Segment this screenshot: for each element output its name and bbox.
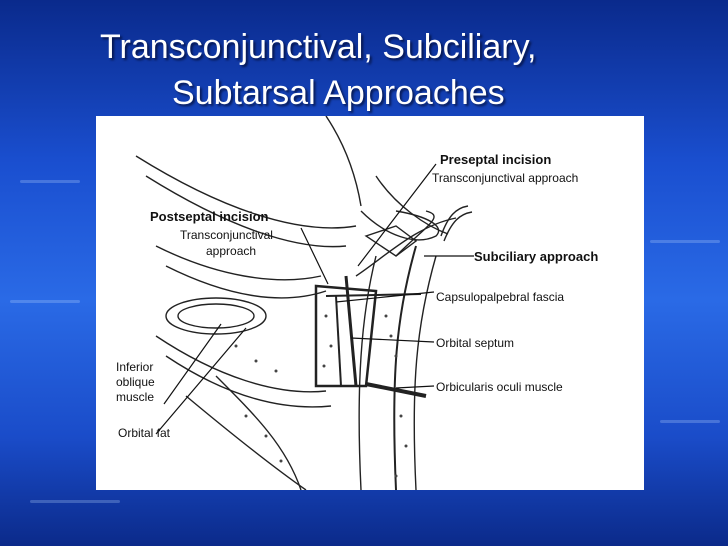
leader-septum	[350, 337, 435, 343]
label-subciliary-approach: Subciliary approach	[474, 249, 599, 264]
background-streak	[20, 180, 80, 183]
label-postseptal-incision: Postseptal incision	[150, 209, 269, 224]
anatomy-diagram: Preseptal incision Transconjunctival app…	[96, 116, 644, 490]
background-streak	[30, 500, 120, 503]
title-line-2: Subtarsal Approaches	[172, 74, 505, 112]
leader-orbicularis	[395, 385, 435, 389]
label-inferior-oblique-3: muscle	[116, 390, 155, 404]
globe-curve	[165, 265, 327, 299]
label-orbital-fat: Orbital fat	[118, 426, 171, 440]
globe-curve	[135, 155, 357, 229]
leader-inferior-oblique	[163, 323, 222, 405]
globe-curve	[155, 245, 322, 281]
leader-orbital-fat	[155, 327, 247, 435]
leader-postseptal	[300, 227, 329, 285]
label-postseptal-sub2: approach	[206, 244, 257, 258]
background-streak	[660, 420, 720, 423]
label-inferior-oblique-2: oblique	[116, 375, 155, 389]
leader-preseptal	[357, 163, 437, 267]
label-orbicularis-oculi-muscle: Orbicularis oculi muscle	[436, 380, 563, 394]
label-postseptal-sub1: Transconjunctival	[180, 228, 273, 242]
upper-tissue	[375, 175, 449, 235]
upper-tissue	[360, 210, 440, 241]
background-streak	[650, 240, 720, 243]
leader-capsulopalpebral	[335, 291, 435, 303]
slide-title: Transconjunctival, Subciliary, Subtarsal…	[100, 24, 700, 116]
label-preseptal-incision: Preseptal incision	[440, 152, 552, 167]
background-streak	[10, 300, 80, 303]
label-inferior-oblique-1: Inferior	[116, 360, 154, 374]
eyelid-cross-section-drawing	[135, 116, 474, 490]
label-capsulopalpebral-fascia: Capsulopalpebral fascia	[436, 290, 565, 304]
title-line-1: Transconjunctival, Subciliary,	[100, 28, 537, 66]
globe-curve	[325, 116, 362, 207]
label-preseptal-sub: Transconjunctival approach	[432, 171, 579, 185]
label-orbital-septum: Orbital septum	[436, 336, 515, 350]
globe-curve	[145, 175, 347, 248]
